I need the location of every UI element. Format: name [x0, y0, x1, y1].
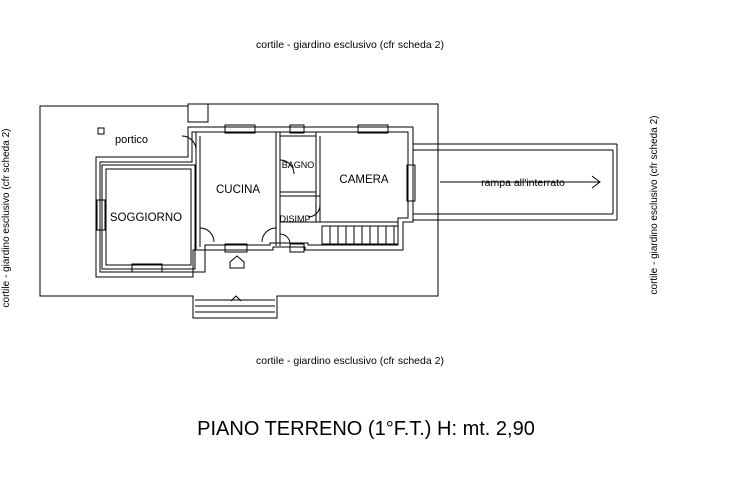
plan-title: PIANO TERRENO (1°F.T.) H: mt. 2,90 — [197, 418, 535, 440]
ramp — [413, 143, 618, 221]
house-inner-wall — [99, 131, 409, 273]
room-label-disimp: DISIMP — [279, 214, 310, 224]
house-outer-wall — [95, 126, 414, 278]
room-label-bagno: BAGNO — [282, 160, 315, 170]
stairs — [321, 225, 399, 245]
top-note: cortile - giardino esclusivo (cfr scheda… — [256, 39, 444, 51]
room-label-cucina: CUCINA — [216, 184, 260, 196]
soggiorno-wall-inner — [105, 168, 192, 266]
room-label-camera: CAMERA — [339, 174, 389, 186]
bottom-note: cortile - giardino esclusivo (cfr scheda… — [256, 355, 444, 367]
right-note: cortile - giardino esclusivo (cfr scheda… — [649, 116, 660, 295]
room-label-portico: portico — [115, 134, 148, 146]
left-note: cortile - giardino esclusivo (cfr scheda… — [1, 129, 12, 308]
entrance-steps — [195, 295, 275, 313]
soggiorno-wall — [101, 164, 196, 270]
room-label-soggiorno: SOGGIORNO — [110, 212, 182, 224]
ramp-label: rampa all'interrato — [481, 177, 565, 189]
entrance-arrow — [229, 255, 245, 269]
portico-step — [187, 103, 209, 123]
